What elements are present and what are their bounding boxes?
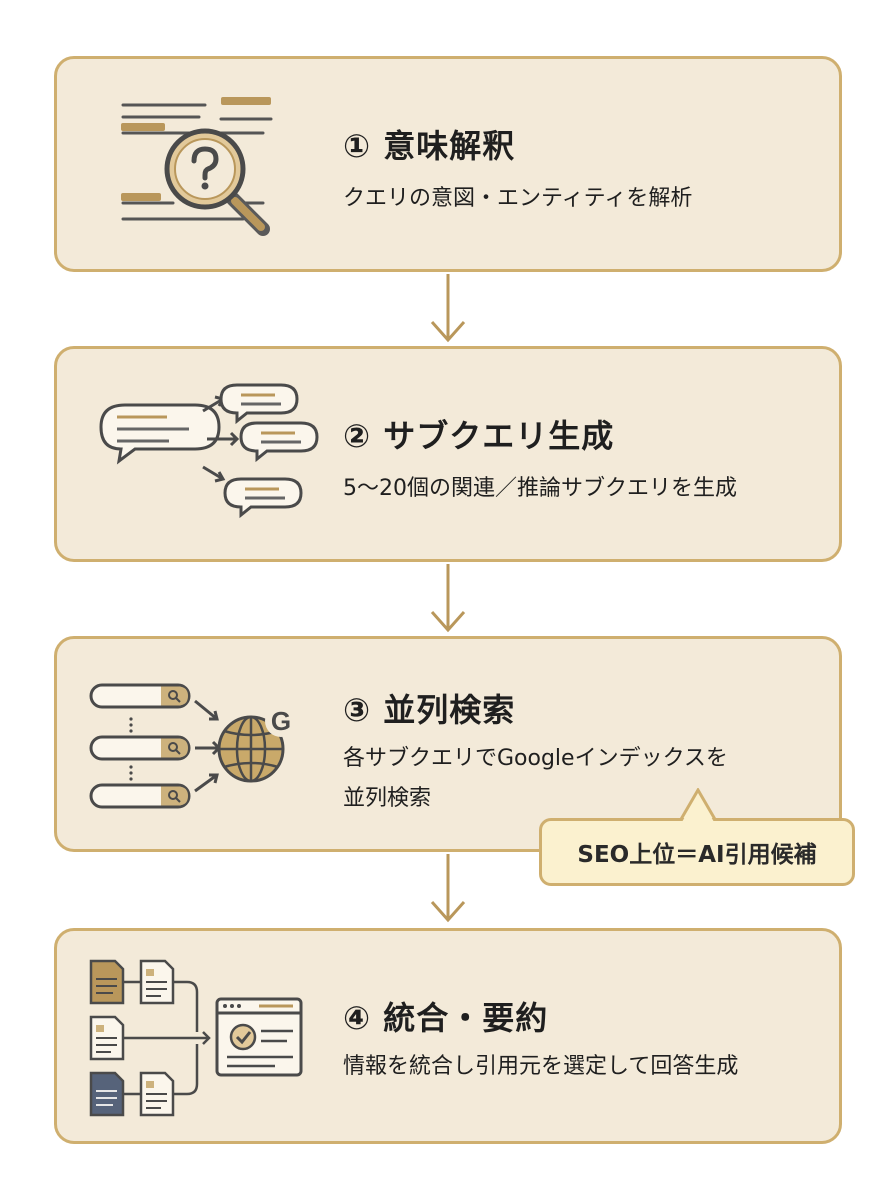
arrow-down-icon [430, 854, 466, 923]
step-3-description: 各サブクエリでGoogleインデックスを 並列検索 [343, 739, 728, 819]
step-3-title: ③ 並列検索 [343, 691, 516, 729]
google-g-icon: G [271, 706, 291, 736]
step-1-description: クエリの意図・エンティティを解析 [343, 186, 693, 211]
globe-search-icon: G [89, 683, 297, 809]
step-2-card: ② サブクエリ生成 5〜20個の関連／推論サブクエリを生成 [54, 346, 842, 562]
step-2-description: 5〜20個の関連／推論サブクエリを生成 [343, 476, 737, 501]
step-4-card: ④ 統合・要約 情報を統合し引用元を選定して回答生成 [54, 928, 842, 1144]
documents-merge-icon [89, 959, 303, 1117]
step-3-card: G ③ 並列検索 各サブクエリでGoogleインデックスを 並列検索 [54, 636, 842, 852]
step-1-card: ① 意味解釈 クエリの意図・エンティティを解析 [54, 56, 842, 272]
speech-bubbles-icon [99, 383, 319, 519]
step-1-title: ① 意味解釈 [343, 127, 516, 165]
step-4-description: 情報を統合し引用元を選定して回答生成 [343, 1054, 739, 1079]
arrow-down-icon [430, 564, 466, 633]
search-question-icon [121, 97, 273, 236]
step-3-description-line1: 各サブクエリでGoogleインデックスを [343, 746, 728, 771]
arrow-down-icon [430, 274, 466, 343]
step-2-title: ② サブクエリ生成 [343, 417, 615, 455]
step-3-description-line2: 並列検索 [343, 786, 432, 811]
seo-callout: SEO上位＝AI引用候補 [539, 818, 855, 886]
step-4-title: ④ 統合・要約 [343, 999, 549, 1037]
callout-pointer [678, 788, 718, 822]
